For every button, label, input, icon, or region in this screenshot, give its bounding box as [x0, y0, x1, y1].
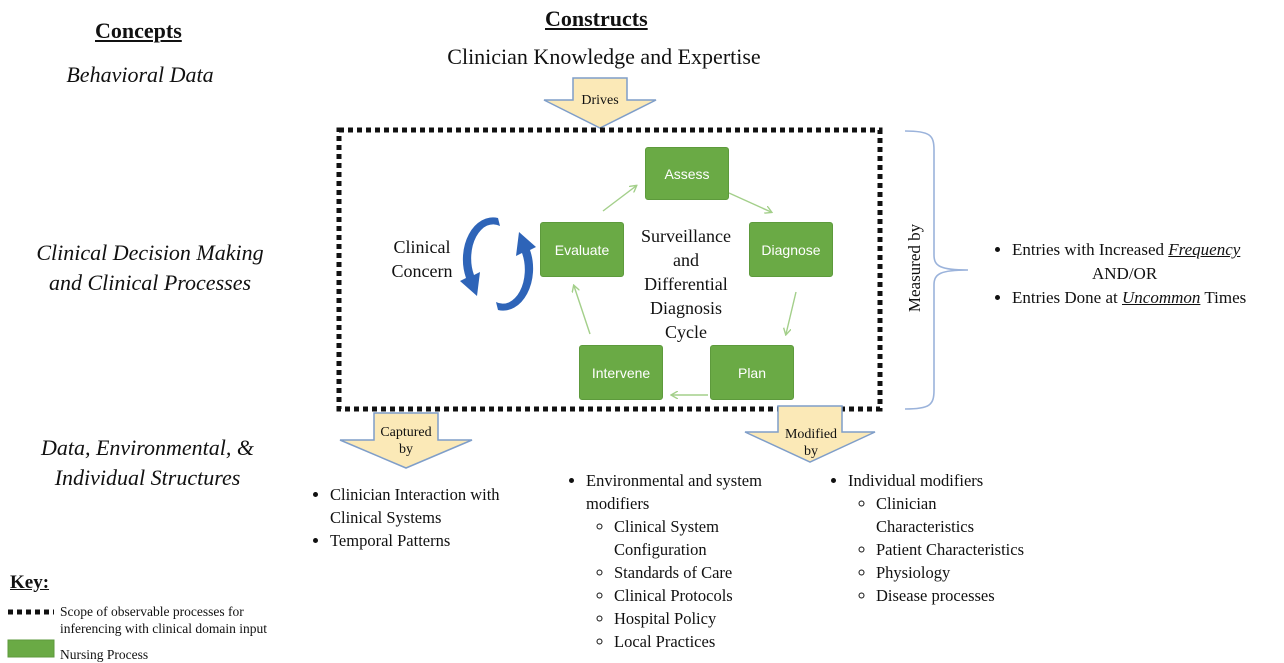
measure-item-uncommon: Entries Done at Uncommon Times: [1012, 286, 1284, 310]
node-diagnose: Diagnose: [749, 222, 833, 277]
concepts-header: Concepts: [95, 18, 182, 43]
node-intervene: Intervene: [579, 345, 663, 400]
modified-by-label: Modified by: [775, 426, 847, 460]
modified-by-arrow: [744, 405, 876, 463]
node-evaluate: Evaluate: [540, 222, 624, 277]
cycle-arrow-assess-diagnose: [728, 192, 771, 212]
drives-label: Drives: [581, 93, 619, 108]
clinical-concern-cycle-icon: [460, 217, 536, 311]
key-green-description: Nursing Process: [60, 647, 149, 662]
constructs-header: Constructs: [545, 6, 648, 31]
indiv-item-physiology: Physiology: [876, 561, 1088, 584]
env-item-clinical-protocols: Clinical Protocols: [614, 584, 806, 607]
modified-by-label-line2: by: [804, 444, 818, 459]
captured-by-arrow: [339, 412, 473, 469]
env-item-hospital-policy: Hospital Policy: [614, 607, 806, 630]
key-dotted-description: Scope of observable processes for infere…: [60, 603, 340, 637]
indiv-item-patient-characteristics: Patient Characteristics: [876, 538, 1088, 561]
key-dotted-line1: Scope of observable processes for: [60, 604, 244, 619]
env-item-standards-of-care: Standards of Care: [614, 561, 806, 584]
measure-uncommon-emph: Uncommon: [1122, 288, 1201, 307]
measure-and-or: AND/OR: [1092, 264, 1158, 283]
modified-by-label-line1: Modified: [784, 427, 838, 442]
clinical-concern-line2: Concern: [391, 261, 453, 281]
measures-ul: Entries with Increased Frequency: [992, 238, 1284, 262]
captured-by-label-line1: Captured: [380, 425, 432, 440]
key-title: Key:: [10, 572, 50, 593]
captured-by-label-line2: by: [399, 442, 413, 457]
indiv-modifiers-list: Individual modifiers Clinician Character…: [828, 469, 1088, 607]
key-dotted-line2: inferencing with clinical domain input: [60, 621, 267, 636]
measures-ul-2: Entries Done at Uncommon Times: [992, 286, 1284, 310]
cycle-center-line2: and: [673, 250, 699, 270]
measure-frequency-emph: Frequency: [1168, 240, 1241, 259]
node-plan: Plan: [710, 345, 794, 400]
concept-clinical-decision-making: Clinical Decision Making and Clinical Pr…: [5, 238, 295, 298]
cycle-center-line3: Differential: [644, 274, 728, 294]
clinical-concern-label: Clinical Concern: [382, 235, 462, 283]
indiv-item-clinician-characteristics: Clinician Characteristics: [876, 492, 996, 538]
cycle-center-line5: Cycle: [665, 322, 707, 342]
measured-by-brace: [904, 130, 969, 410]
env-item-local-practices: Local Practices: [614, 630, 806, 653]
cycle-center-line4: Diagnosis: [650, 298, 722, 318]
cycle-arrow-intervene-evaluate: [574, 286, 591, 335]
key-green-box-icon: [7, 639, 55, 658]
indiv-modifiers-title: Individual modifiers Clinician Character…: [848, 469, 1088, 607]
node-assess: Assess: [645, 147, 729, 200]
drives-arrow: [543, 77, 657, 129]
cycle-arrow-diagnose-plan: [786, 291, 797, 334]
cycle-center-label: Surveillance and Differential Diagnosis …: [626, 224, 746, 344]
concept-structures: Data, Environmental, & Individual Struct…: [5, 433, 290, 493]
concept-structures-line1: Data, Environmental, &: [40, 435, 255, 460]
concept-behavioral-data: Behavioral Data: [66, 62, 214, 87]
scope-dotted-box: [336, 127, 883, 412]
concept-clinical-decision-line1: Clinical Decision Making: [36, 240, 264, 265]
measure-item-frequency: Entries with Increased Frequency: [1012, 238, 1284, 262]
measured-by-label: Measured by: [905, 223, 924, 313]
cycle-arrow-evaluate-assess: [602, 186, 636, 212]
clinical-concern-line1: Clinical: [393, 237, 451, 257]
indiv-item-disease-processes: Disease processes: [876, 584, 1088, 607]
concept-clinical-decision-line2: and Clinical Processes: [48, 270, 252, 295]
concept-structures-line2: Individual Structures: [54, 465, 241, 490]
captured-item-temporal-patterns: Temporal Patterns: [330, 529, 510, 552]
env-item-clinical-system-configuration: Clinical System Configuration: [614, 515, 806, 561]
captured-by-label: Captured by: [371, 424, 441, 458]
cycle-center-line1: Surveillance: [641, 226, 731, 246]
captured-list: Clinician Interaction with Clinical Syst…: [310, 483, 510, 552]
captured-item-clinician-interaction: Clinician Interaction with Clinical Syst…: [330, 483, 510, 529]
measures-list: Entries with Increased Frequency AND/OR …: [992, 238, 1284, 310]
construct-clinician-knowledge: Clinician Knowledge and Expertise: [447, 44, 761, 69]
